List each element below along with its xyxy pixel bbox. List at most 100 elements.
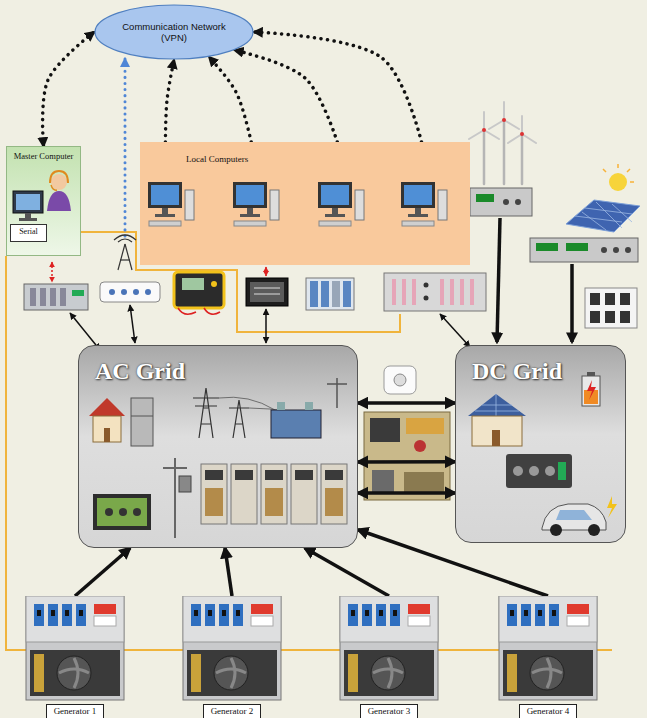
local-computer-icons (247, 208, 253, 214)
ac-grid-illustration (265, 488, 283, 516)
operator-icon (19, 218, 37, 221)
ac-grid-illustration (163, 467, 187, 469)
generator-cabinet (26, 596, 124, 700)
dc-grid-illustration (529, 466, 539, 476)
radio-link (125, 58, 126, 236)
generator-cabinet (535, 604, 545, 626)
daq-chassis (50, 288, 56, 306)
master-computer-box: Master ComputerSerial (6, 146, 81, 256)
converter-photo (372, 470, 394, 492)
power-supply (566, 243, 588, 251)
network-link (254, 32, 421, 142)
power-flow-arrow (358, 460, 455, 464)
wireless-module (133, 289, 139, 295)
generator-cabinet (549, 604, 559, 626)
generator-cabinet (379, 610, 383, 616)
generator-cabinet (26, 596, 124, 642)
io-modules (306, 278, 354, 310)
wind-turbines (521, 134, 524, 184)
interface-device (394, 374, 406, 386)
patch-panel (470, 279, 474, 305)
patch-panel (424, 283, 429, 288)
ac-grid-illustration (321, 464, 347, 524)
dc-grid-illustration (475, 394, 519, 416)
patch-panel (402, 279, 406, 305)
wind-turbines (508, 116, 536, 143)
ac-grid-illustration (201, 464, 227, 524)
generator-cabinet (538, 610, 542, 616)
network-ellipse-shape (95, 5, 253, 59)
operator-icon (13, 191, 43, 213)
ac-grid-illustration (93, 416, 121, 442)
generator-cabinet (62, 604, 72, 626)
node-label: Generator 1 (46, 704, 105, 718)
node-label: Generator 2 (203, 704, 262, 718)
signal-box (254, 288, 280, 289)
link-arrows (130, 305, 135, 343)
source-arrows (497, 218, 500, 342)
daq-chassis (60, 288, 66, 306)
operator-icon (50, 171, 68, 183)
patch-panel (412, 279, 416, 305)
patch-panel (424, 296, 429, 301)
ac-grid-illustration (89, 378, 347, 538)
generator-cabinet (57, 656, 91, 690)
generator-cabinet (187, 650, 277, 696)
power-supply (515, 199, 521, 205)
generator-cabinet (191, 604, 201, 626)
local-computer-icons (404, 185, 432, 205)
converter-photo (414, 440, 426, 452)
wind-turbines (503, 120, 506, 184)
io-modules (306, 278, 354, 310)
solar-panel (603, 164, 634, 182)
local-computer-icons (319, 221, 351, 226)
dc-grid-illustration (607, 496, 617, 518)
converter-board (590, 293, 600, 305)
local-computer-icons (149, 221, 181, 226)
generator-unit: Generator 1 (24, 596, 126, 718)
io-modules (321, 281, 329, 307)
wind-turbines (520, 132, 524, 136)
local-computer-icons (438, 190, 447, 220)
link-arrows (265, 309, 267, 343)
node-label: Local Computers (186, 154, 470, 164)
power-meter (211, 281, 217, 287)
radio-link (124, 58, 127, 236)
power-supply (530, 238, 638, 262)
generator-cabinet (216, 658, 246, 688)
generator-cabinet (373, 658, 403, 688)
local-computers-band: Local Computers (140, 142, 470, 265)
generator-cabinet (507, 654, 517, 692)
generator-cabinet (499, 596, 597, 642)
power-flow-arrow (358, 491, 455, 495)
dc-grid-illustration (587, 372, 595, 376)
ac-grid-illustration (133, 508, 141, 516)
local-computer-icons (155, 214, 175, 217)
local-computer-icons (415, 208, 421, 214)
generator-cabinet (376, 604, 386, 626)
patch-panel (392, 279, 396, 305)
serial-wire (6, 232, 612, 650)
converter-board (620, 293, 630, 305)
power-supply (625, 247, 631, 253)
local-computer-icons (162, 208, 168, 214)
wind-turbines (469, 102, 536, 184)
local-computer-icons (233, 182, 267, 208)
daq-chassis (40, 288, 46, 306)
ac-grid-illustration (336, 378, 338, 408)
ac-grid-illustration (193, 388, 219, 438)
dc-grid-illustration (472, 416, 522, 446)
generator-cabinet (183, 596, 281, 700)
solar-panel (609, 173, 627, 191)
power-supply (476, 194, 494, 202)
power-supply (503, 199, 509, 205)
antenna-icon (114, 235, 136, 270)
io-modules (332, 281, 340, 307)
generator-cabinet (365, 610, 369, 616)
signal-box (246, 278, 288, 306)
patch-panel (384, 273, 486, 311)
power-meter (182, 278, 204, 290)
ac-grid-illustration (205, 488, 223, 516)
